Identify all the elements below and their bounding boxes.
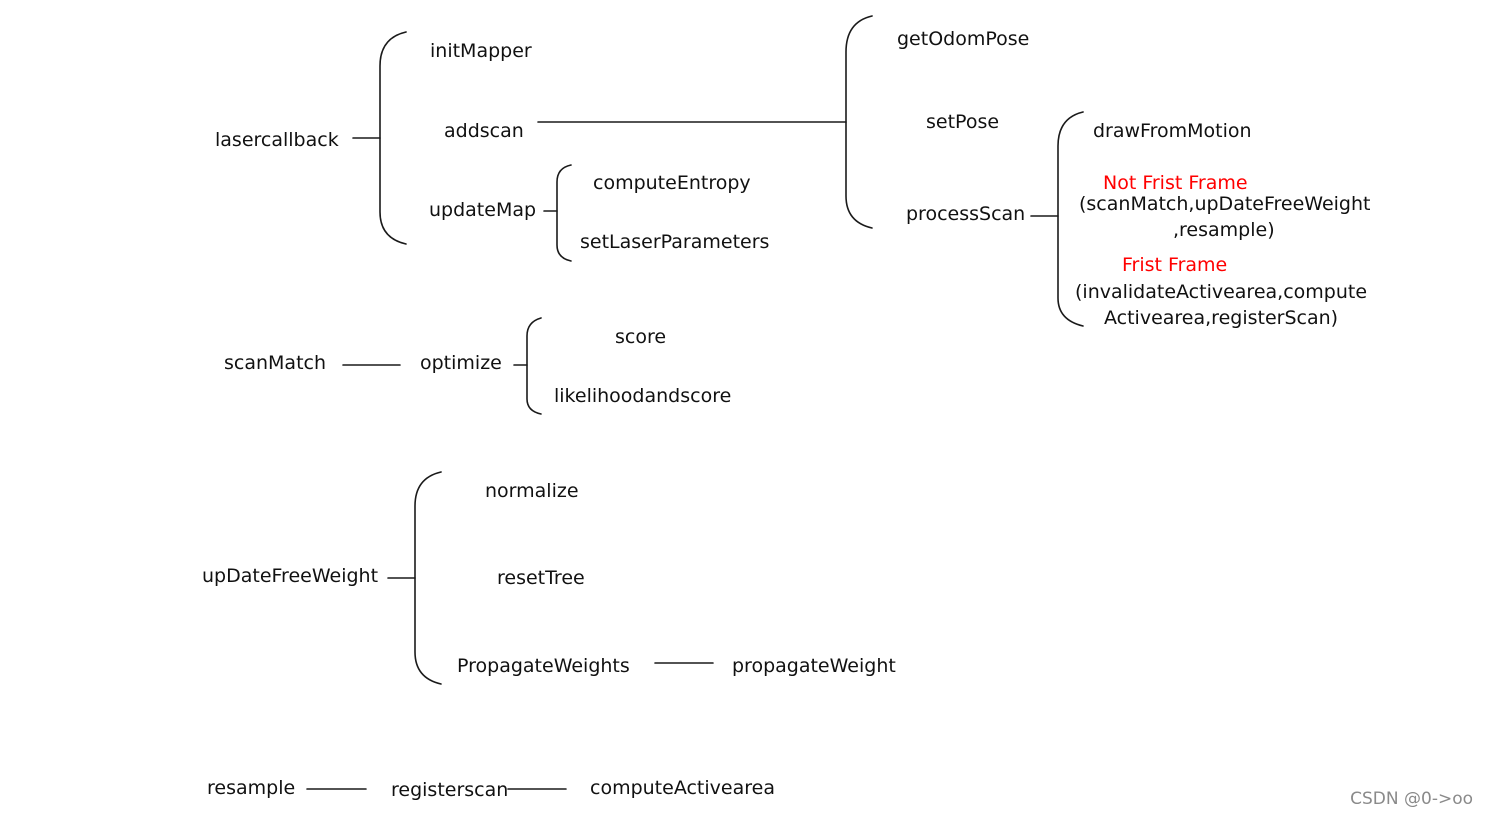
node-setpose: setPose (926, 111, 1000, 133)
node-computeactivearea: computeActivearea (590, 777, 775, 799)
node-normalize: normalize (485, 480, 579, 502)
node-not-first-frame-line1: (scanMatch,upDateFreeWeight (1079, 193, 1371, 215)
node-score: score (615, 326, 667, 348)
node-lasercallback: lasercallback (215, 129, 339, 151)
node-propagateweights: PropagateWeights (457, 655, 630, 677)
node-optimize: optimize (420, 352, 502, 374)
node-computeentropy: computeEntropy (593, 172, 751, 194)
label-first-frame: Frist Frame (1122, 254, 1228, 276)
brace-updatefreeweight (414, 471, 442, 685)
node-processscan: processScan (906, 203, 1026, 225)
brace-optimize (526, 317, 542, 415)
node-setlaserparameters: setLaserParameters (580, 231, 770, 253)
node-drawfrommotion: drawFromMotion (1093, 120, 1252, 142)
node-addscan: addscan (444, 120, 524, 142)
label-not-first-frame: Not Frist Frame (1103, 172, 1248, 194)
node-updatefreeweight: upDateFreeWeight (202, 565, 379, 587)
node-resample: resample (207, 777, 296, 799)
brace-updatemap (556, 164, 572, 262)
node-scanmatch: scanMatch (224, 352, 327, 374)
node-not-first-frame-line2: ,resample) (1173, 219, 1275, 241)
node-first-frame-line2: Activearea,registerScan) (1104, 307, 1339, 329)
node-first-frame-line1: (invalidateActivearea,compute (1075, 281, 1368, 303)
node-registerscan: registerscan (391, 779, 509, 801)
node-likelihoodandscore: likelihoodandscore (554, 385, 732, 407)
node-resettree: resetTree (497, 567, 585, 589)
node-initmapper: initMapper (430, 40, 532, 62)
brace-addscan (845, 15, 873, 229)
watermark: CSDN @0->oo (1350, 789, 1473, 809)
node-propagateweight: propagateWeight (732, 655, 896, 677)
brace-processscan (1057, 111, 1084, 327)
node-getodompose: getOdomPose (897, 28, 1030, 50)
brace-lasercallback (379, 31, 407, 245)
node-updatemap: updateMap (429, 199, 537, 221)
